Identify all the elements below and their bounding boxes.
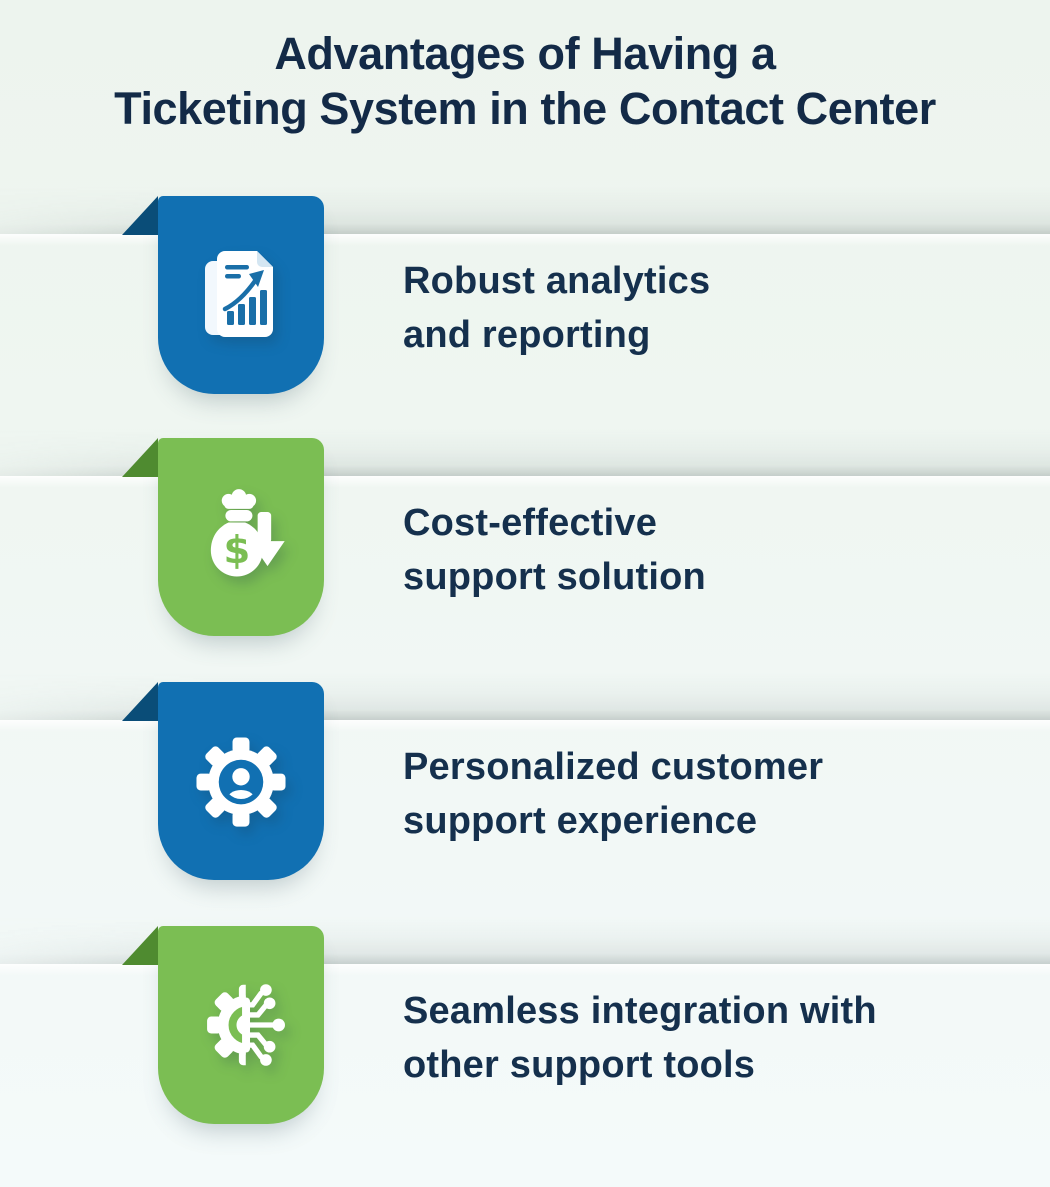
icon-card: $ [122, 438, 324, 636]
advantage-label-line2: other support tools [403, 1044, 756, 1086]
integration-icon [207, 984, 285, 1066]
advantage-label: Robust analytics and reporting [403, 254, 710, 362]
advantage-label-line1: Cost-effective [403, 502, 658, 544]
ribbon-fold [122, 926, 158, 965]
page-title-line2: Ticketing System in the Contact Center [114, 83, 936, 134]
analytics-report-icon [205, 251, 273, 337]
advantage-label-line1: Seamless integration with [403, 990, 877, 1032]
page-title: Advantages of Having a Ticketing System … [0, 26, 1050, 136]
svg-text:$: $ [223, 528, 250, 573]
advantage-label-line2: and reporting [403, 314, 651, 356]
icon-card [122, 196, 324, 394]
icon-card [122, 682, 324, 880]
ribbon-fold [122, 196, 158, 235]
page-title-line1: Advantages of Having a [274, 28, 776, 79]
customer-gear-icon [196, 737, 286, 827]
advantage-label: Cost-effective support solution [403, 496, 706, 604]
advantage-item-analytics: Robust analytics and reporting [0, 196, 1050, 394]
ribbon-fold [122, 438, 158, 477]
cost-savings-icon: $ [210, 489, 285, 577]
icon-card [122, 926, 324, 1124]
advantage-item-personalized: Personalized customer support experience [0, 682, 1050, 880]
advantage-label-line1: Robust analytics [403, 260, 711, 302]
ribbon-fold [122, 682, 158, 721]
advantage-item-integration: Seamless integration with other support … [0, 926, 1050, 1124]
advantage-label-line2: support solution [403, 556, 706, 598]
advantage-label-line1: Personalized customer [403, 746, 824, 788]
advantage-item-cost: $ Cost-effective support solution [0, 438, 1050, 636]
advantage-label: Seamless integration with other support … [403, 984, 877, 1092]
advantage-label-line2: support experience [403, 800, 758, 842]
advantage-label: Personalized customer support experience [403, 740, 823, 848]
